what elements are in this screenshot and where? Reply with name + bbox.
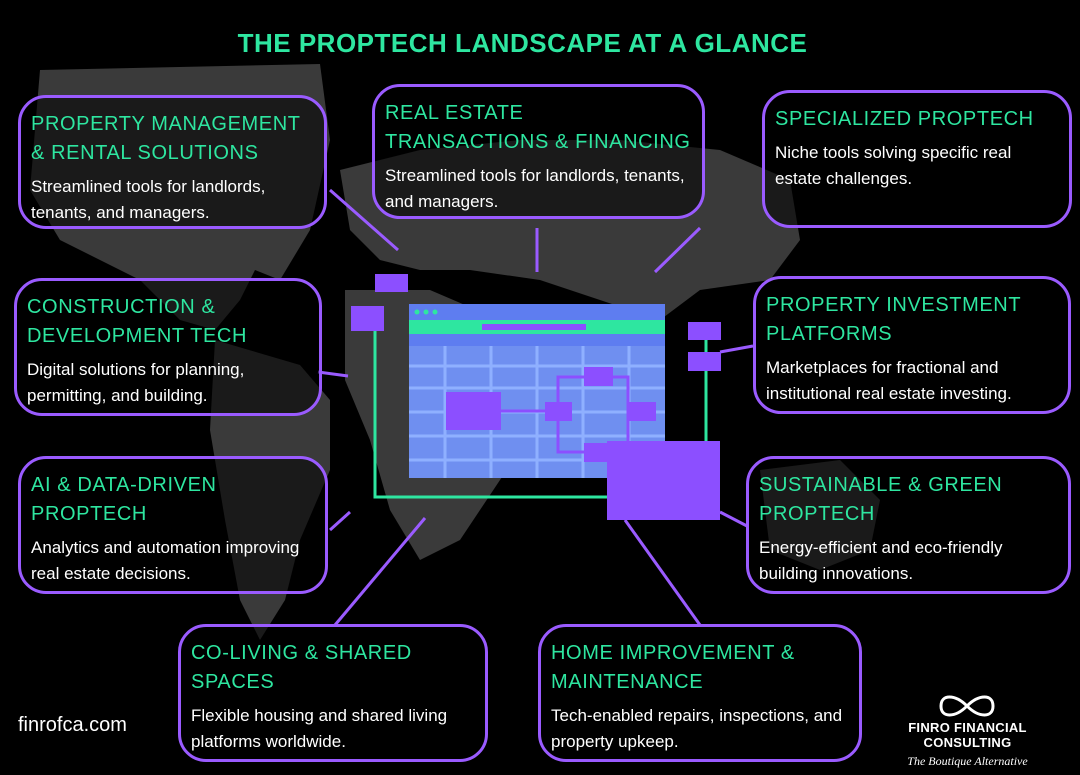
card-ai-data-driven: AI & DATA-DRIVEN PROPTECH Analytics and … — [18, 456, 328, 594]
circuit-line — [373, 330, 607, 499]
card-description: Marketplaces for fractional and institut… — [766, 358, 1012, 403]
connector-line — [653, 226, 702, 274]
card-home-improvement: HOME IMPROVEMENT & MAINTENANCE Tech-enab… — [538, 624, 862, 762]
card-description: Tech-enabled repairs, inspections, and p… — [551, 706, 843, 751]
card-real-estate-transactions: REAL ESTATE TRANSACTIONS & FINANCING Str… — [372, 84, 705, 219]
connector-line — [719, 510, 748, 528]
website-link[interactable]: finrofca.com — [18, 714, 127, 736]
card-construction-development: CONSTRUCTION & DEVELOPMENT TECH Digital … — [14, 278, 322, 416]
card-heading: CO-LIVING & SHARED SPACES — [191, 642, 412, 693]
connector-line — [328, 510, 352, 532]
card-heading: CONSTRUCTION & DEVELOPMENT TECH — [27, 296, 248, 347]
card-heading: REAL ESTATE TRANSACTIONS & FINANCING — [385, 102, 691, 153]
connector-line — [317, 370, 349, 378]
card-heading: PROPERTY INVESTMENT PLATFORMS — [766, 294, 1021, 345]
card-description: Analytics and automation improving real … — [31, 538, 300, 583]
card-description: Digital solutions for planning, permitti… — [27, 360, 245, 405]
brand-logo: FINRO FINANCIAL CONSULTING The Boutique … — [880, 692, 1055, 769]
card-description: Energy-efficient and eco-friendly buildi… — [759, 538, 1003, 583]
connector-lines — [317, 188, 754, 626]
decorative-blocks — [351, 274, 721, 520]
infinity-logo-icon — [939, 695, 995, 717]
card-heading: SUSTAINABLE & GREEN PROPTECH — [759, 474, 1003, 525]
card-description: Niche tools solving specific real estate… — [775, 143, 1012, 188]
connector-line — [329, 188, 399, 252]
card-heading: AI & DATA-DRIVEN PROPTECH — [31, 474, 217, 525]
card-co-living: CO-LIVING & SHARED SPACES Flexible housi… — [178, 624, 488, 762]
card-description: Streamlined tools for landlords, tenants… — [31, 177, 266, 222]
connector-line — [623, 519, 702, 626]
card-heading: HOME IMPROVEMENT & MAINTENANCE — [551, 642, 795, 693]
card-heading: SPECIALIZED PROPTECH — [775, 108, 1034, 130]
card-sustainable-green: SUSTAINABLE & GREEN PROPTECH Energy-effi… — [746, 456, 1071, 594]
connector-line — [719, 344, 754, 354]
card-property-management: PROPERTY MANAGEMENT & RENTAL SOLUTIONS S… — [18, 95, 327, 229]
card-specialized-proptech: SPECIALIZED PROPTECH Niche tools solving… — [762, 90, 1072, 228]
connector-line — [333, 517, 427, 626]
page-title: THE PROPTECH LANDSCAPE AT A GLANCE — [237, 28, 808, 58]
app-window-icon — [409, 304, 665, 478]
brand-tagline: The Boutique Alternative — [907, 754, 1028, 768]
card-property-investment: PROPERTY INVESTMENT PLATFORMS Marketplac… — [753, 276, 1071, 414]
card-description: Streamlined tools for landlords, tenants… — [385, 166, 685, 211]
card-description: Flexible housing and shared living platf… — [191, 706, 448, 751]
card-heading: PROPERTY MANAGEMENT & RENTAL SOLUTIONS — [31, 113, 301, 164]
brand-name: FINRO FINANCIAL CONSULTING — [908, 720, 1027, 750]
